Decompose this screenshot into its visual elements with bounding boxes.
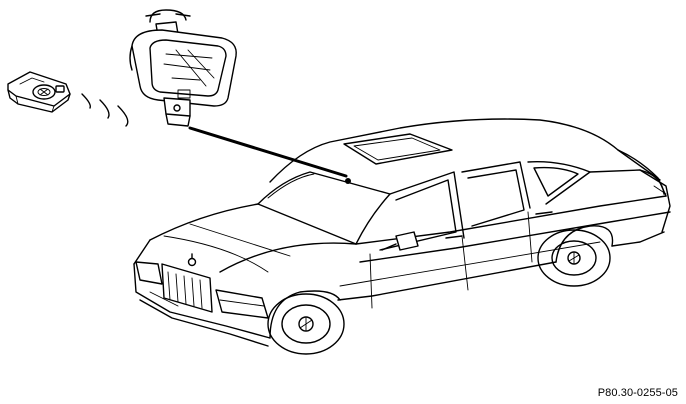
remote-key-icon — [7, 71, 71, 113]
signal-waves-icon — [81, 93, 129, 127]
car-icon — [133, 118, 671, 355]
rear-view-mirror-icon — [129, 9, 237, 127]
pointer-line — [188, 126, 351, 184]
figure-code-label: P80.30-0255-05 — [597, 387, 678, 399]
